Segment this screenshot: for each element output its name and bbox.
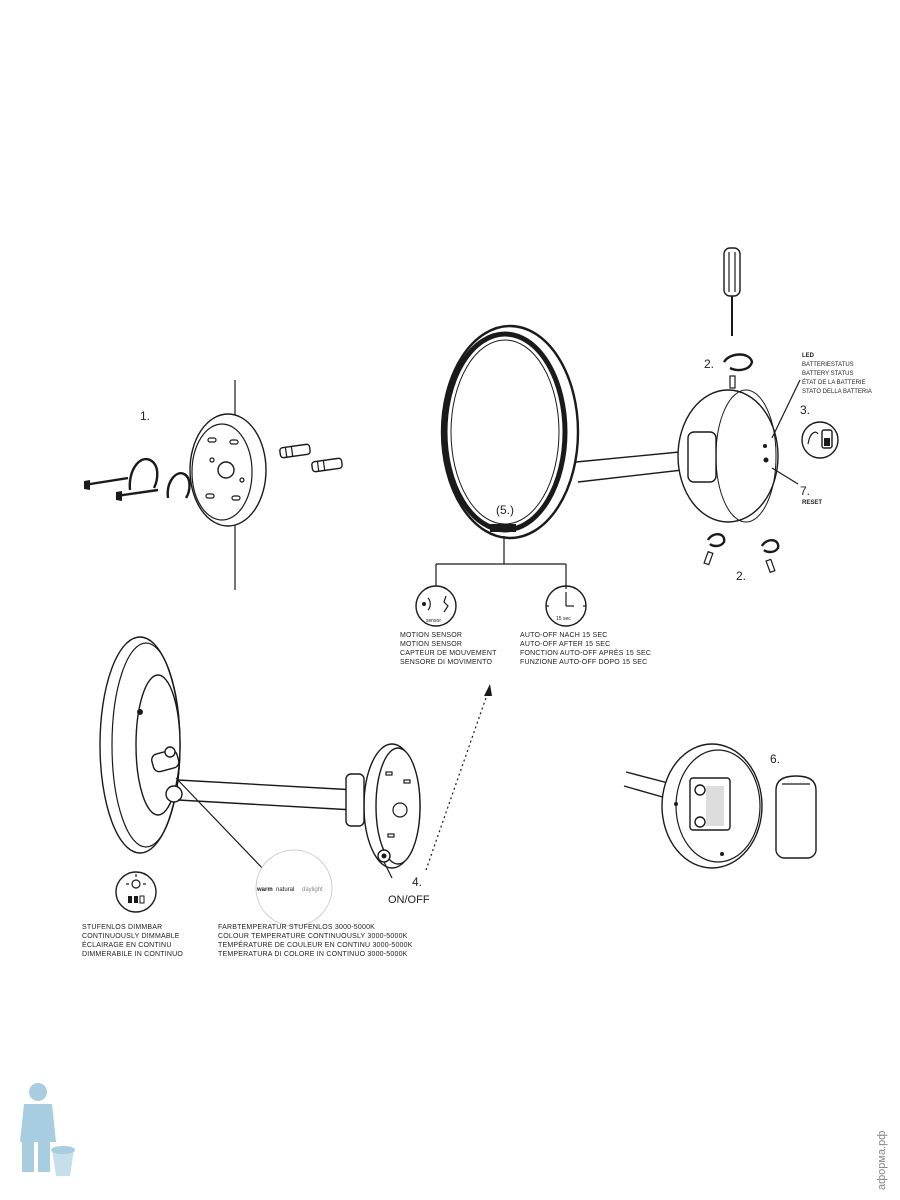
timer-icon-text: 15 sec [556, 616, 571, 622]
badge-warm: warm [256, 887, 273, 893]
reset-label: RESET [802, 500, 822, 506]
step-6-label: 6. [770, 752, 780, 766]
motion-sensor-feature: sensor MOTION SENSOR MOTION SENSOR CAPTE… [400, 585, 497, 666]
colour-temp-badge [255, 849, 333, 927]
auto-off-line-4: FUNZIONE AUTO-OFF DOPO 15 SEC [520, 659, 647, 666]
screwdriver [723, 247, 741, 336]
led-line-4: STATO DELLA BATTERIA [802, 389, 872, 395]
colour-temp-line-1: FARBTEMPERATUR STUFENLOS 3000-5000K [218, 924, 375, 931]
step-1-wall-plate-assembly: 1. [83, 380, 343, 590]
dimmable-feature: STUFENLOS DIMMBAR CONTINUOUSLY DIMMABLE … [82, 871, 183, 958]
mirror-front-view: (5.) 2. LED BATTERIESTATUS BATTERY STATU… [440, 247, 872, 583]
dimmable-line-3: ÉCLAIRAGE EN CONTINU [82, 940, 172, 949]
led-line-1: BATTERIESTATUS [802, 362, 854, 368]
dimmer-icon [115, 871, 157, 913]
battery-pack [775, 775, 817, 859]
rotate-arrow-top [722, 353, 754, 372]
clip-1 [128, 457, 159, 491]
auto-off-line-2: AUTO-OFF AFTER 15 SEC [520, 641, 610, 648]
sensor-icon-text: sensor [426, 618, 441, 624]
step-6-battery-compartment: 6. [623, 743, 817, 869]
colour-temp-feature: warm natural daylight FARBTEMPERATUR STU… [218, 849, 413, 958]
dimmable-line-4: DIMMERABILE IN CONTINUO [82, 951, 183, 958]
battery-housing [677, 389, 779, 523]
led-line-3: ÉTAT DE LA BATTERIE [802, 379, 866, 386]
step-5-label: (5.) [496, 503, 514, 517]
plumber-mascot-logo [20, 1083, 75, 1176]
dowel-bottom [311, 457, 343, 473]
bottom-screws [703, 533, 780, 574]
onoff-label: ON/OFF [388, 894, 430, 906]
wall-plate [189, 413, 267, 527]
clip-2 [166, 472, 191, 499]
step-2-bottom-label: 2. [736, 569, 746, 583]
led-line-2: BATTERY STATUS [802, 371, 853, 377]
mirror-glass [450, 339, 560, 525]
led-title: LED [802, 353, 815, 359]
step-1-label: 1. [140, 409, 150, 423]
dotted-arrow [425, 684, 492, 871]
dimmable-line-2: CONTINUOUSLY DIMMABLE [82, 933, 180, 940]
watermark-text: аформа.рф [876, 1130, 888, 1190]
step-3-label: 3. [800, 403, 810, 417]
auto-off-feature: 15 sec AUTO-OFF NACH 15 SEC AUTO-OFF AFT… [520, 585, 651, 666]
battery-status-icon [801, 421, 839, 459]
motion-sensor-line-3: CAPTEUR DE MOUVEMENT [400, 650, 497, 657]
screw-left-bottom [115, 488, 159, 501]
badge-daylight: daylight [302, 887, 323, 893]
step-7-label: 7. [800, 484, 810, 498]
auto-off-line-3: FONCTION AUTO-OFF APRÈS 15 SEC [520, 648, 651, 657]
sensor-window [490, 524, 516, 532]
dimmable-line-1: STUFENLOS DIMMBAR [82, 924, 162, 931]
screw-left-top [83, 476, 129, 490]
mirror-side-view: 4. ON/OFF [99, 636, 430, 906]
motion-sensor-line-2: MOTION SENSOR [400, 641, 462, 648]
step-4-label: 4. [412, 875, 422, 889]
motion-sensor-line-1: MOTION SENSOR [400, 632, 462, 639]
auto-off-line-1: AUTO-OFF NACH 15 SEC [520, 632, 608, 639]
badge-natural: natural [276, 887, 294, 893]
step-2-top-label: 2. [704, 357, 714, 371]
colour-temp-line-2: COLOUR TEMPERATURE CONTINUOUSLY 3000-500… [218, 933, 408, 940]
motion-sensor-line-4: SENSORE DI MOVIMENTO [400, 659, 493, 666]
dowel-top [279, 443, 311, 459]
feature-tree [435, 536, 567, 586]
colour-temp-line-4: TEMPERATURA DI COLORE IN CONTINUO 3000-5… [218, 951, 408, 958]
colour-temp-line-3: TEMPÉRATURE DE COULEUR EN CONTINU 3000-5… [218, 940, 413, 949]
